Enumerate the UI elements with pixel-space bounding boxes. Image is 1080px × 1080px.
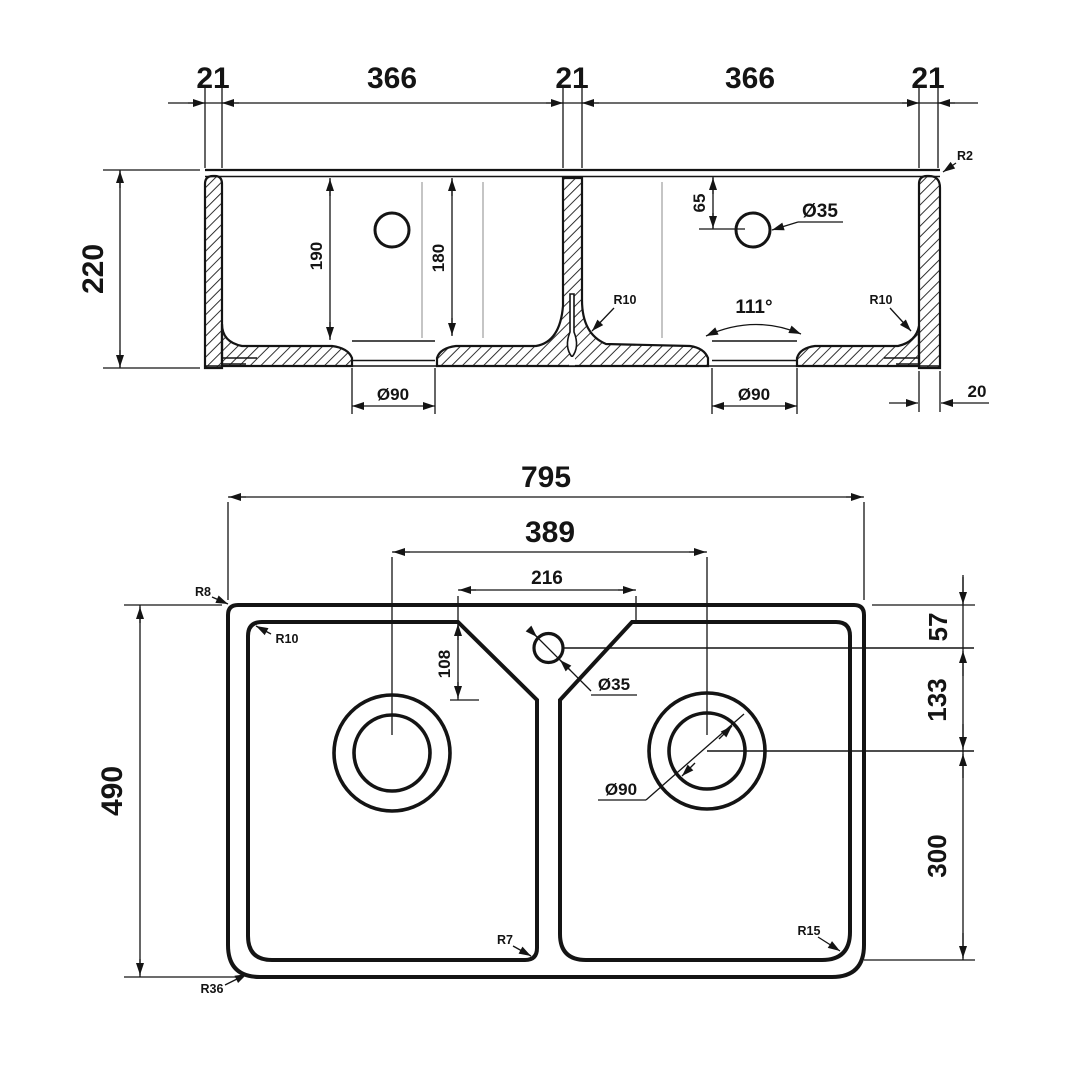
dim-drain-to-bottom: 300 <box>922 834 952 877</box>
label-faucet-hole-section: Ø35 <box>802 201 838 222</box>
dim-faucet-to-drain: 133 <box>922 678 952 721</box>
label-bowl-corner: R10 <box>276 632 299 646</box>
dim-drain-span: 389 <box>525 516 575 549</box>
label-drain-plan: Ø90 <box>605 780 637 799</box>
label-faucet-hole-plan: Ø35 <box>598 675 630 694</box>
plan-dimensions: 795 389 216 108 Ø35 <box>96 461 975 996</box>
label-right-fillet: R10 <box>870 293 893 307</box>
label-outer-corner-bottom: R36 <box>201 982 224 996</box>
dim-rim-right: 21 <box>911 62 944 95</box>
label-divider-fillet: R10 <box>614 293 637 307</box>
dim-depth-mid: 180 <box>429 244 448 272</box>
label-drain-angle: 111° <box>735 297 772 318</box>
left-hole-section <box>373 211 411 249</box>
dim-base-width: 20 <box>968 382 987 401</box>
label-outer-corner-top: R8 <box>195 585 211 599</box>
dim-top-to-faucet: 57 <box>923 613 953 642</box>
dim-drain-left: Ø90 <box>377 385 409 404</box>
divider-slot <box>566 293 578 359</box>
dim-deck-width: 216 <box>531 568 563 589</box>
label-right-bowl-fillet: R15 <box>798 924 821 938</box>
outer-rim-plan <box>226 603 866 979</box>
plan-view: 795 389 216 108 Ø35 <box>96 461 975 996</box>
dim-faucet-offset: 65 <box>690 194 709 213</box>
faucet-hole-section <box>734 211 772 249</box>
section-view: 21 366 21 366 21 220 190 180 <box>77 62 989 414</box>
right-wall-section <box>917 174 942 370</box>
dim-depth: 490 <box>96 766 129 816</box>
dim-deck-depth: 108 <box>435 650 454 678</box>
label-corner-r2: R2 <box>957 149 973 163</box>
floor-left-section <box>220 323 354 368</box>
floor-right-section <box>795 325 921 368</box>
label-left-bowl-fillet: R7 <box>497 933 513 947</box>
section-structure <box>203 168 942 370</box>
dim-divider: 21 <box>555 62 588 95</box>
left-bowl-plan <box>246 620 539 962</box>
section-dimensions: 21 366 21 366 21 220 190 180 <box>77 62 989 414</box>
dim-rim-left: 21 <box>196 62 229 95</box>
right-bowl-plan <box>558 620 852 962</box>
dim-bowl-right: 366 <box>725 62 775 95</box>
dim-drain-right: Ø90 <box>738 385 770 404</box>
dim-height: 220 <box>77 244 110 294</box>
dim-depth-left: 190 <box>307 242 326 270</box>
dim-bowl-left: 366 <box>367 62 417 95</box>
left-wall-section <box>203 174 224 370</box>
dim-width: 795 <box>521 461 571 494</box>
plan-structure <box>226 603 974 979</box>
